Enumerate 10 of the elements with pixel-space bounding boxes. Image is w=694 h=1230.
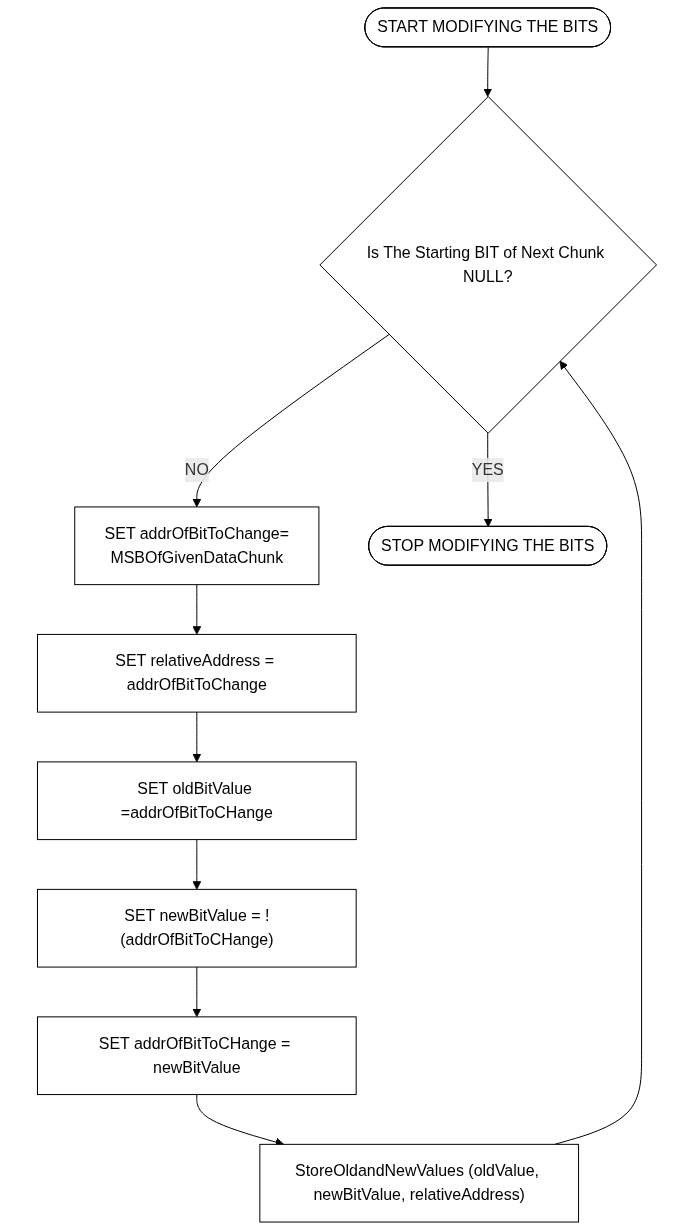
arrow xyxy=(192,839,202,890)
edge-label: NO xyxy=(184,461,209,479)
node-box: SET relativeAddress = addrOfBitToChange xyxy=(36,633,357,713)
node-box: SET oldBitValue =addrOfBitToCHange xyxy=(36,761,357,841)
node-box: SET addrOfBitToCHange = newBitValue xyxy=(36,1016,357,1096)
edge-label: YES xyxy=(471,461,504,479)
node-box: SET addrOfBitToChange= MSBOfGivenDataChunk xyxy=(74,506,320,586)
node-diamond: Is The Starting BIT of Next Chunk NULL? xyxy=(319,96,658,434)
node-box: StoreOldandNewValues (oldValue, newBitValue, relativeAddress) xyxy=(259,1143,580,1223)
node-box: SET newBitValue = !(addrOfBitToCHange) xyxy=(36,888,357,968)
